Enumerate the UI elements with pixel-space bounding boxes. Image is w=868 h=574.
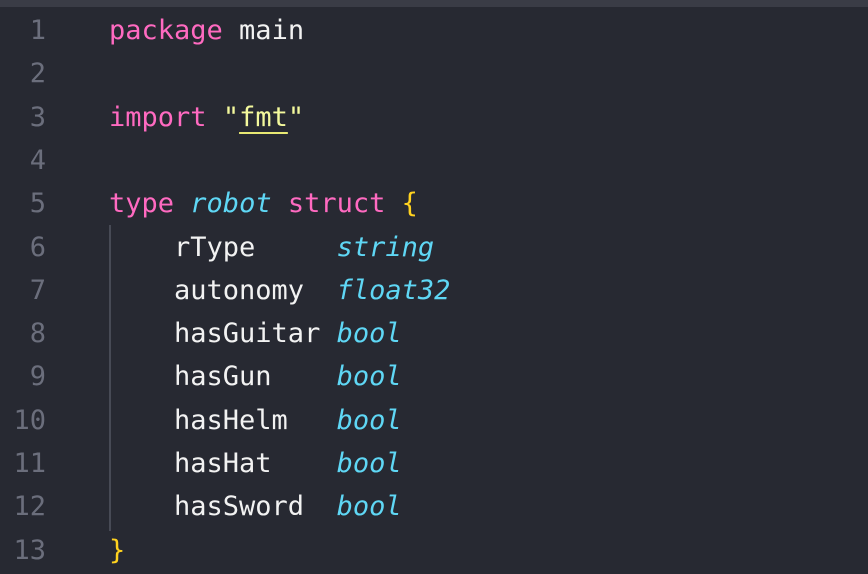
code-token: hasHat bbox=[109, 448, 337, 479]
code-line[interactable]: 11 hasHat bool bbox=[0, 442, 868, 485]
code-token: } bbox=[109, 534, 126, 566]
line-number: 9 bbox=[29, 361, 46, 393]
line-number: 8 bbox=[29, 318, 46, 350]
code-token: string bbox=[336, 231, 435, 263]
code-token: " bbox=[287, 101, 305, 133]
code-text[interactable]: } bbox=[109, 529, 125, 572]
code-token: import bbox=[109, 101, 207, 133]
line-number: 10 bbox=[13, 404, 46, 436]
code-token: hasSword bbox=[109, 491, 337, 523]
code-text[interactable]: type robot struct { bbox=[109, 182, 418, 225]
code-line[interactable]: 4 bbox=[0, 139, 868, 182]
indent-guide bbox=[109, 225, 111, 531]
code-token: main bbox=[222, 15, 305, 46]
code-token: float32 bbox=[336, 274, 451, 306]
code-text[interactable]: autonomy float32 bbox=[109, 269, 450, 312]
line-number: 2 bbox=[29, 58, 46, 90]
code-text[interactable]: import "fmt" bbox=[109, 96, 304, 139]
code-line[interactable]: 13} bbox=[0, 529, 868, 572]
code-token: fmt bbox=[239, 101, 288, 133]
line-number: 11 bbox=[13, 448, 46, 479]
code-token: " bbox=[222, 101, 240, 133]
code-token bbox=[174, 188, 190, 219]
code-text[interactable]: rType string bbox=[109, 226, 434, 269]
code-token: hasGuitar bbox=[109, 318, 337, 350]
code-token: bool bbox=[336, 318, 402, 350]
code-line[interactable]: 8 hasGuitar bool bbox=[0, 312, 868, 355]
code-token: robot bbox=[190, 188, 272, 220]
code-line[interactable]: 2 bbox=[0, 52, 868, 95]
code-line[interactable]: 10 hasHelm bool bbox=[0, 399, 868, 442]
code-line[interactable]: 9 hasGun bool bbox=[0, 355, 868, 398]
line-number: 13 bbox=[13, 534, 46, 566]
code-text[interactable]: hasHelm bool bbox=[109, 399, 402, 442]
code-line[interactable]: 1 package main bbox=[0, 9, 868, 52]
line-number: 3 bbox=[29, 101, 46, 133]
code-text[interactable]: hasGun bool bbox=[109, 355, 402, 398]
line-number: 1 bbox=[29, 15, 46, 46]
code-line[interactable]: 7 autonomy float32 bbox=[0, 269, 868, 312]
code-line[interactable]: 3 import "fmt" bbox=[0, 96, 868, 139]
code-token: autonomy bbox=[109, 274, 337, 306]
code-token: bool bbox=[336, 448, 402, 479]
code-line[interactable]: 6 rType string bbox=[0, 226, 868, 269]
line-number: 6 bbox=[29, 231, 46, 263]
code-line[interactable]: 12 hasSword bool bbox=[0, 485, 868, 528]
code-line[interactable]: 5 type robot struct { bbox=[0, 182, 868, 225]
code-token: { bbox=[401, 188, 418, 220]
code-token: rType bbox=[109, 231, 337, 263]
line-number: 4 bbox=[29, 144, 46, 176]
line-number: 5 bbox=[29, 188, 46, 220]
code-token: package bbox=[109, 15, 223, 46]
code-token: hasHelm bbox=[109, 404, 337, 436]
code-token: bool bbox=[336, 361, 402, 393]
line-number: 7 bbox=[29, 274, 46, 306]
code-token: struct bbox=[287, 188, 386, 220]
code-token bbox=[207, 102, 223, 133]
code-token: type bbox=[109, 188, 175, 220]
code-token: bool bbox=[336, 404, 402, 436]
code-token: bool bbox=[336, 491, 402, 523]
code-text[interactable]: hasHat bool bbox=[109, 442, 402, 485]
code-text[interactable]: package main bbox=[109, 9, 304, 52]
code-text[interactable]: hasGuitar bool bbox=[109, 312, 402, 355]
code-token: hasGun bbox=[109, 361, 337, 393]
code-token bbox=[272, 188, 288, 219]
line-number: 12 bbox=[13, 491, 46, 523]
code-token bbox=[385, 188, 401, 219]
code-text[interactable]: hasSword bool bbox=[109, 485, 402, 528]
